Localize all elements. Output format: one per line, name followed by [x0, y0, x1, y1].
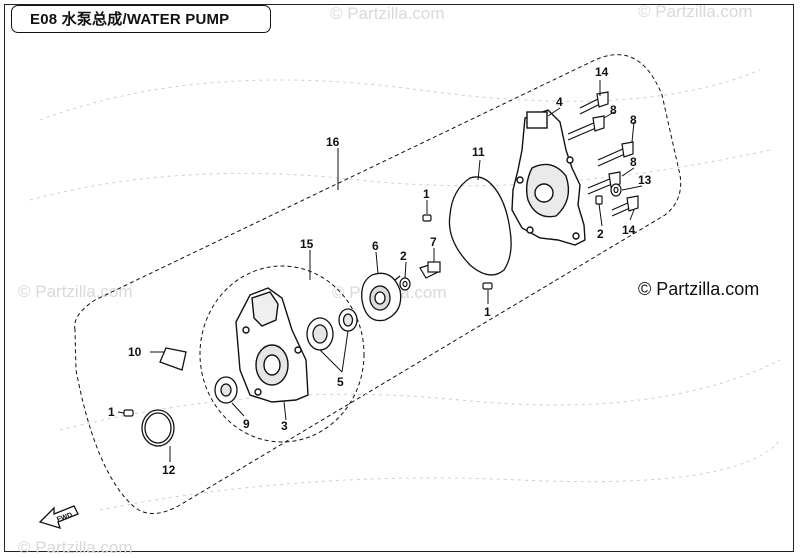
callout-4: 4 [556, 95, 563, 109]
washer-2 [399, 277, 411, 291]
callout-14: 14 [622, 223, 636, 237]
callout-7: 7 [430, 235, 437, 249]
seal-small [338, 308, 358, 332]
bolt-set [567, 91, 639, 217]
watermark: © Partzilla.com [638, 2, 753, 21]
seal-large [306, 317, 334, 351]
callout-8: 8 [630, 155, 637, 169]
forward-arrow-icon: FWD [38, 505, 79, 529]
small-parts [123, 214, 493, 417]
dowel-pin-1-left [123, 409, 134, 417]
dowel-pin-1-upper [422, 214, 432, 222]
leader-lines [117, 80, 643, 462]
callout-14: 14 [595, 65, 609, 79]
callout-10: 10 [128, 345, 142, 359]
bolt-8-c [587, 171, 621, 195]
housing-gasket [448, 176, 512, 276]
callout-8: 8 [630, 113, 637, 127]
cover-subassembly-outline [199, 265, 365, 443]
callout-15: 15 [300, 237, 314, 251]
callout-1: 1 [484, 305, 491, 319]
bolt-8-b [597, 141, 634, 167]
oil-seal [214, 376, 238, 404]
callout-12: 12 [162, 463, 176, 477]
pump-housing [511, 109, 586, 246]
callout-13: 13 [638, 173, 652, 187]
bolt-14-bottom [611, 195, 639, 217]
title-box [11, 5, 271, 33]
callout-11: 11 [472, 145, 485, 159]
background-sketch [29, 69, 781, 511]
callout-1: 1 [108, 405, 115, 419]
callout-2: 2 [400, 249, 407, 263]
callout-8: 8 [610, 103, 617, 117]
callout-5: 5 [337, 375, 344, 389]
callout-1: 1 [423, 187, 430, 201]
assembly-boundary [74, 54, 682, 514]
callout-2: 2 [597, 227, 604, 241]
callout-9: 9 [243, 417, 250, 431]
dowel-pin-2 [595, 195, 603, 205]
impeller [361, 272, 402, 322]
o-ring [141, 409, 175, 447]
copyright-label: © Partzilla.com [638, 279, 760, 299]
triangle-gasket [159, 347, 187, 371]
callout-16: 16 [326, 135, 340, 149]
callout-6: 6 [372, 239, 379, 253]
dowel-pin-1-lower [482, 282, 493, 290]
watermark: © Partzilla.com [330, 4, 445, 23]
callout-3: 3 [281, 419, 288, 433]
page-frame [4, 4, 794, 552]
bolt-8-a [567, 115, 605, 141]
impeller-nut-7 [419, 261, 441, 279]
pump-cover [235, 287, 309, 403]
page-title: E08 水泵总成/WATER PUMP [30, 11, 230, 28]
watermark: © Partzilla.com [18, 538, 133, 557]
bolt-14-top [579, 91, 609, 115]
washer-13 [610, 183, 622, 197]
seal-set [306, 308, 358, 351]
watermark: © Partzilla.com [18, 282, 133, 301]
